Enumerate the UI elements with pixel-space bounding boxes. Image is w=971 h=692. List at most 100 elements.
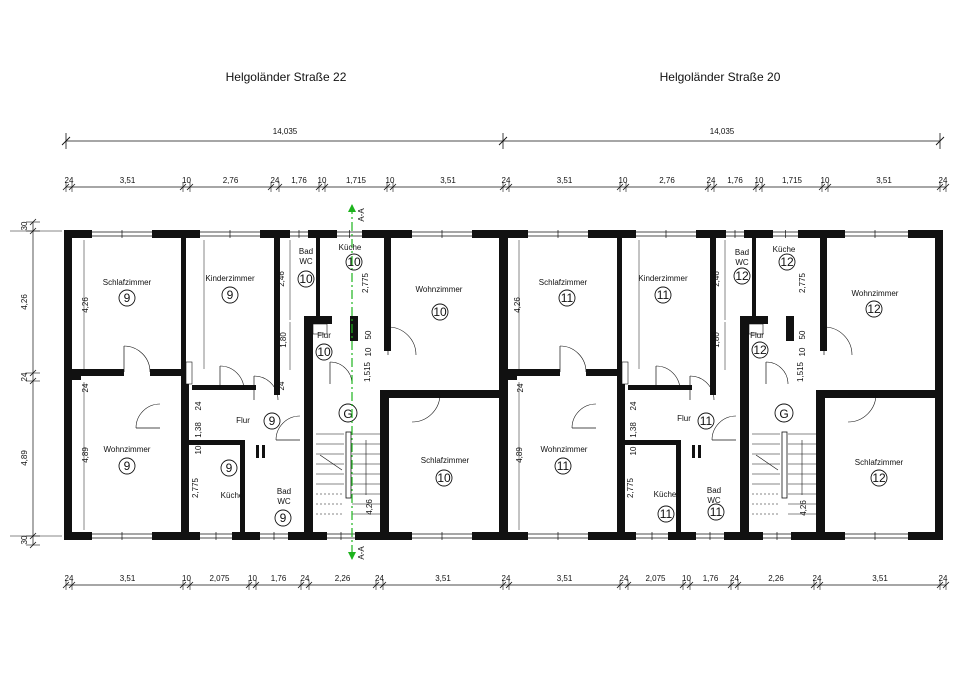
left-dim-label: 4,26 (20, 294, 29, 310)
overall-dim-label: 14,035 (273, 127, 298, 136)
stair-arrow (755, 454, 779, 471)
inner-dim-label: 50 (364, 330, 373, 339)
section-label-bottom: A-A (357, 546, 366, 560)
wall (64, 230, 72, 540)
bottom-dim-label: 24 (502, 574, 511, 583)
unit-marker-label: 9 (226, 461, 233, 475)
bottom-dim-slash (305, 581, 313, 589)
unit-marker-label: 10 (347, 255, 361, 269)
bottom-dim-slash (679, 581, 687, 589)
inner-dim-label: 4,26 (799, 500, 808, 516)
bottom-dim-slash (499, 581, 507, 589)
inner-dim-label: 2,775 (626, 477, 635, 498)
bottom-dim-slash (816, 581, 824, 589)
unit-marker-label: 9 (227, 288, 234, 302)
wall (181, 238, 186, 369)
left-dim-slash (29, 541, 37, 549)
bottom-dim-label: 3,51 (557, 574, 573, 583)
top-dim-label: 24 (65, 176, 74, 185)
bottom-dim-label: 3,51 (435, 574, 451, 583)
unit-marker-label: 12 (735, 269, 749, 283)
top-dim-slash (499, 183, 507, 191)
top-dim-label: 10 (182, 176, 191, 185)
top-dim-label: 10 (318, 176, 327, 185)
wall (628, 385, 692, 390)
door-swing (823, 326, 853, 356)
top-dim-slash (315, 183, 323, 191)
left-dim-label: 24 (20, 372, 29, 381)
unit-marker-circle (778, 253, 796, 271)
unit-marker-label: 11 (557, 459, 570, 473)
inner-dim-label: 2,775 (361, 272, 370, 293)
unit-marker-circle (263, 412, 281, 430)
wall (508, 369, 517, 380)
shaft-bar (262, 445, 265, 458)
top-dim-slash (383, 183, 391, 191)
inner-dim-label: 24 (516, 383, 525, 392)
top-dim-slash (179, 183, 187, 191)
top-dim-label: 3,51 (876, 176, 892, 185)
bottom-dim-label: 2,075 (645, 574, 666, 583)
top-dim-label: 3,51 (557, 176, 573, 185)
room-name: Schlafzimmer (539, 278, 588, 287)
stair-stringer (781, 431, 788, 499)
top-dim-slash (321, 183, 329, 191)
stair-marker-label: G (343, 407, 352, 421)
left-dim-slash (29, 218, 37, 226)
top-dim-label: 10 (755, 176, 764, 185)
shaft (312, 323, 328, 335)
top-dim-slash (616, 183, 624, 191)
unit-marker-label: 10 (433, 305, 447, 319)
top-dim-slash (818, 183, 826, 191)
door-swing (253, 375, 279, 401)
inner-dim-label: 4,26 (513, 297, 522, 313)
inner-dim-label: 2,775 (798, 272, 807, 293)
top-dim-slash (758, 183, 766, 191)
inner-dim-label: 50 (798, 330, 807, 339)
wall (676, 440, 681, 533)
bottom-dim-slash (616, 581, 624, 589)
top-dim-label: 1,715 (782, 176, 803, 185)
room-name: Küche (773, 245, 796, 254)
door-swing (411, 393, 441, 423)
wall (740, 316, 749, 533)
room-name: Schlafzimmer (855, 458, 904, 467)
wall (312, 316, 332, 324)
inner-dim-label: 4,26 (81, 297, 90, 313)
room-name: Flur (317, 331, 331, 340)
unit-marker-circle (221, 286, 239, 304)
top-dim-label: 24 (939, 176, 948, 185)
top-dim-label: 24 (502, 176, 511, 185)
section-arrow-bottom (348, 552, 356, 560)
top-dim-slash (186, 183, 194, 191)
left-dim-slash (29, 369, 37, 377)
bottom-dim-label: 24 (65, 574, 74, 583)
left-dim-label: 30 (20, 221, 29, 230)
wall (181, 399, 189, 533)
shaft-bar (692, 445, 695, 458)
room-name: WC (707, 496, 721, 505)
bottom-dim-label: 10 (248, 574, 257, 583)
wall (316, 238, 320, 316)
building-title-20: Helgoländer Straße 20 (660, 70, 781, 84)
bottom-dim-slash (734, 581, 742, 589)
bottom-dim-slash (62, 581, 70, 589)
chimney (185, 361, 193, 385)
wall (586, 369, 623, 376)
left-dim-label: 30 (20, 535, 29, 544)
bottom-dim-slash (505, 581, 513, 589)
wall (274, 238, 280, 395)
door-swing (135, 403, 161, 429)
wall (935, 230, 943, 540)
inner-dim-label: 1,38 (629, 422, 638, 438)
unit-marker-label: 10 (299, 272, 313, 286)
top-dim-slash (505, 183, 513, 191)
shaft (748, 323, 764, 335)
unit-marker-label: 12 (753, 343, 767, 357)
section-arrow-top (348, 204, 356, 212)
top-dim-label: 2,76 (223, 176, 239, 185)
unit-marker-circle (707, 503, 725, 521)
unit-marker-circle (118, 457, 136, 475)
top-dim-label: 10 (619, 176, 628, 185)
